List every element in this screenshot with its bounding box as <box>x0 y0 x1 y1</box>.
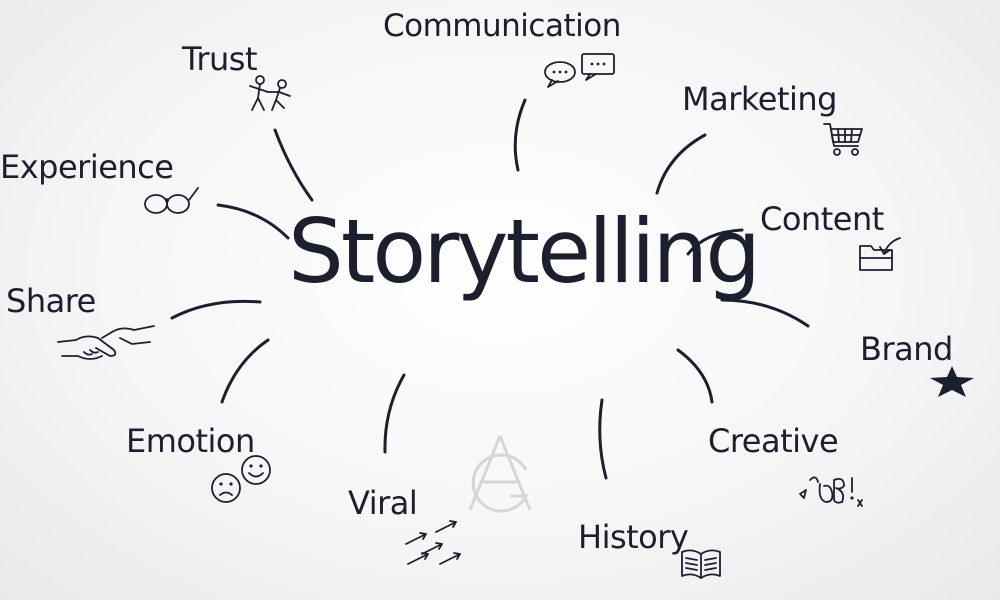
connector-content <box>686 228 744 256</box>
handshake-icon <box>57 325 155 360</box>
connector-brand <box>720 298 810 328</box>
connector-experience <box>216 203 290 240</box>
glasses-icon <box>144 187 199 214</box>
label-viral: Viral <box>348 484 418 522</box>
smiley-faces-icon <box>211 455 271 503</box>
arrows-icon <box>405 520 461 565</box>
label-experience: Experience <box>0 148 174 186</box>
connector-viral <box>383 373 406 454</box>
watermark-logo <box>468 435 532 513</box>
center-title: Storytelling <box>288 200 761 303</box>
label-trust: Trust <box>182 40 258 78</box>
shopping-cart-icon <box>823 123 863 156</box>
label-marketing: Marketing <box>682 80 837 118</box>
connector-emotion <box>220 338 270 404</box>
open-book-icon <box>681 549 721 579</box>
folder-arrow-icon <box>859 237 901 271</box>
label-brand: Brand <box>860 330 953 368</box>
connector-share <box>170 299 262 320</box>
label-share: Share <box>6 282 96 320</box>
label-content: Content <box>760 200 884 238</box>
connector-history <box>598 398 608 480</box>
connector-communication <box>513 98 527 172</box>
connector-creative <box>676 348 714 404</box>
connector-trust <box>273 128 314 202</box>
sparkle-doodle-icon <box>799 476 863 507</box>
label-communication: Communication <box>383 8 621 44</box>
speech-bubbles-icon <box>544 53 615 88</box>
label-emotion: Emotion <box>126 422 255 460</box>
label-history: History <box>578 518 689 556</box>
label-creative: Creative <box>708 422 839 460</box>
stick-figures-icon <box>249 75 291 111</box>
connector-marketing <box>655 133 707 195</box>
star-icon <box>930 366 974 397</box>
